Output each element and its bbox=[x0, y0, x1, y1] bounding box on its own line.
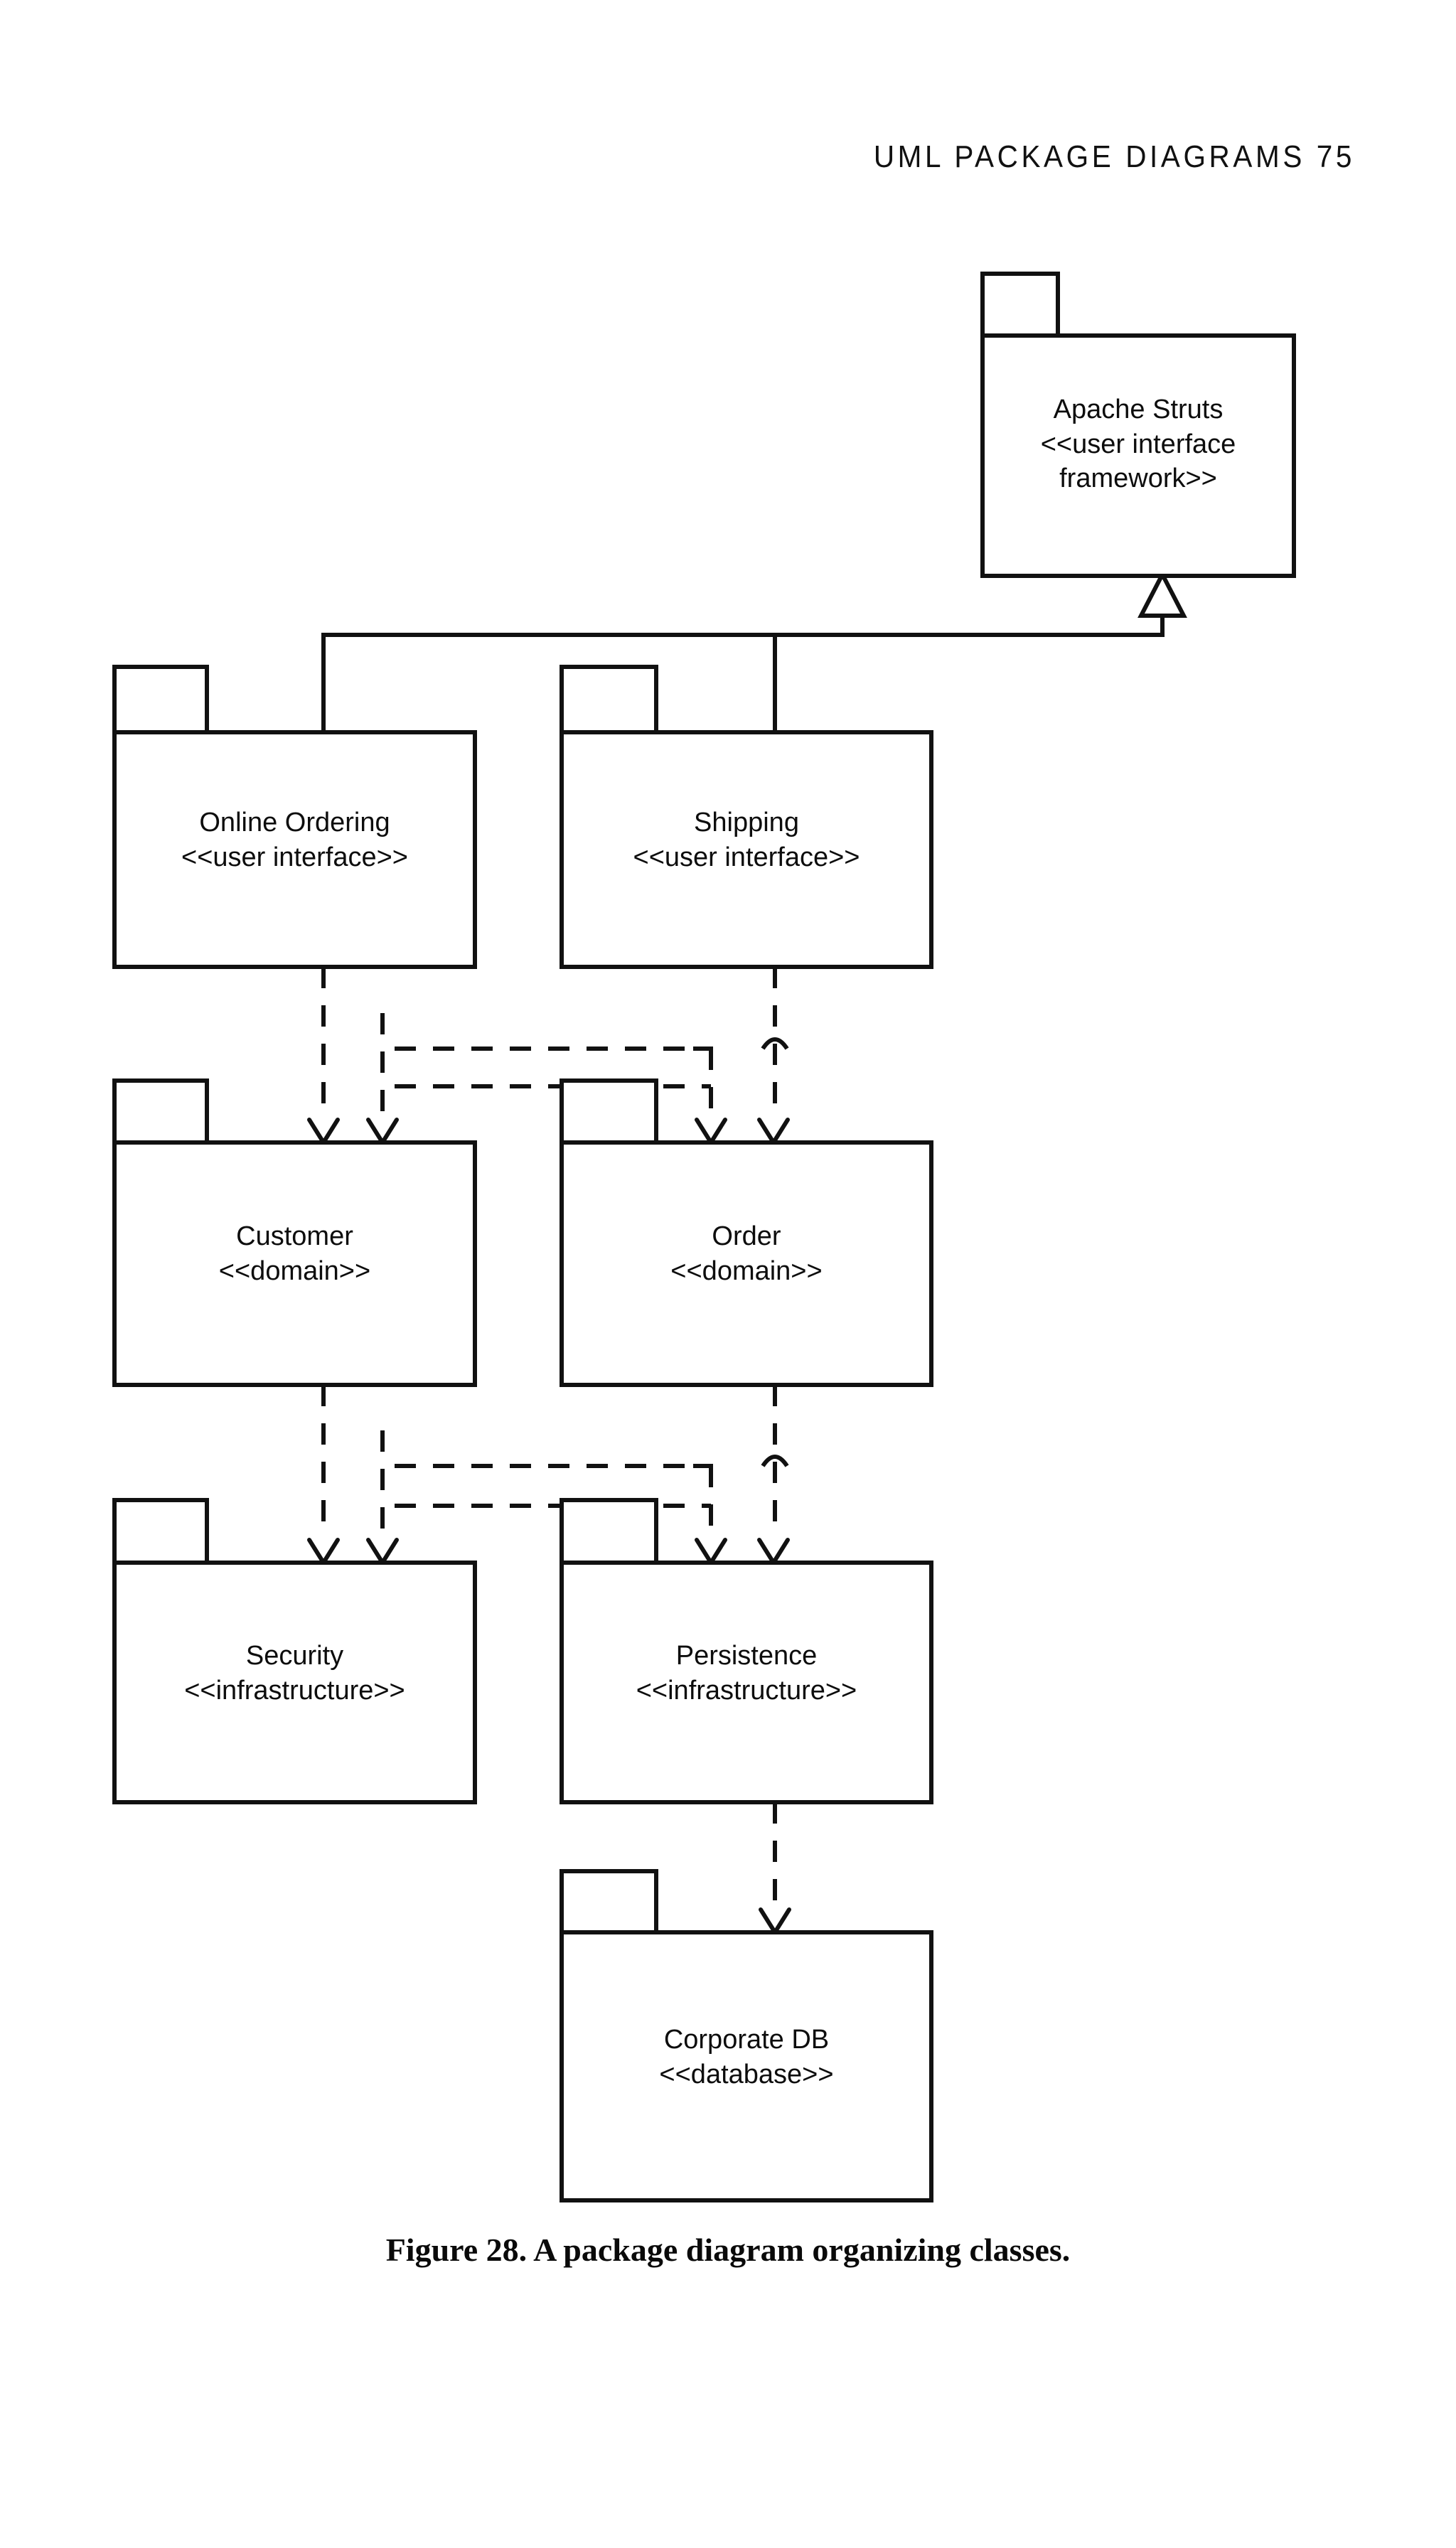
arrowhead-security-1 bbox=[307, 1538, 340, 1567]
package-security-shape[interactable] bbox=[112, 1498, 477, 1804]
arrowhead-persistence-1 bbox=[695, 1538, 727, 1567]
dep-elbow-ui-layer bbox=[693, 1046, 713, 1066]
package-shipping-shape[interactable] bbox=[560, 665, 933, 969]
dependency-arrowheads-infra bbox=[307, 1538, 790, 1567]
line-hop-domain-layer bbox=[761, 1455, 789, 1467]
dependency-lines-domain-to-infra bbox=[321, 1385, 777, 1538]
generalization-online-ordering-to-apache-struts bbox=[321, 599, 1165, 732]
arrowhead-order-2 bbox=[757, 1118, 790, 1147]
package-persistence-shape[interactable] bbox=[560, 1498, 933, 1804]
dependency-arrowheads-domain bbox=[307, 1118, 790, 1147]
package-customer-shape[interactable] bbox=[112, 1078, 477, 1387]
arrowhead-persistence-2 bbox=[757, 1538, 790, 1567]
line-hop-ui-layer bbox=[761, 1037, 789, 1050]
figure-caption: Figure 28. A package diagram organizing … bbox=[385, 2232, 1071, 2268]
package-corporate-db-shape[interactable] bbox=[560, 1869, 933, 2202]
dependency-lines-ui-to-domain bbox=[321, 967, 777, 1118]
running-head: UML PACKAGE DIAGRAMS 75 bbox=[873, 139, 1355, 174]
dep-elbow-domain-layer bbox=[693, 1464, 713, 1484]
package-apache-struts-shape[interactable] bbox=[980, 272, 1296, 578]
package-online-ordering-shape[interactable] bbox=[112, 665, 477, 969]
arrowhead-customer-1 bbox=[307, 1118, 340, 1147]
dependency-arrowheads-database bbox=[759, 1907, 791, 1937]
arrowhead-corporate-db bbox=[759, 1907, 791, 1937]
arrowhead-order-1 bbox=[695, 1118, 727, 1147]
package-order-shape[interactable] bbox=[560, 1078, 933, 1387]
arrowhead-customer-2 bbox=[366, 1118, 399, 1147]
arrowhead-security-2 bbox=[366, 1538, 399, 1567]
generalization-arrowhead bbox=[1138, 569, 1187, 618]
